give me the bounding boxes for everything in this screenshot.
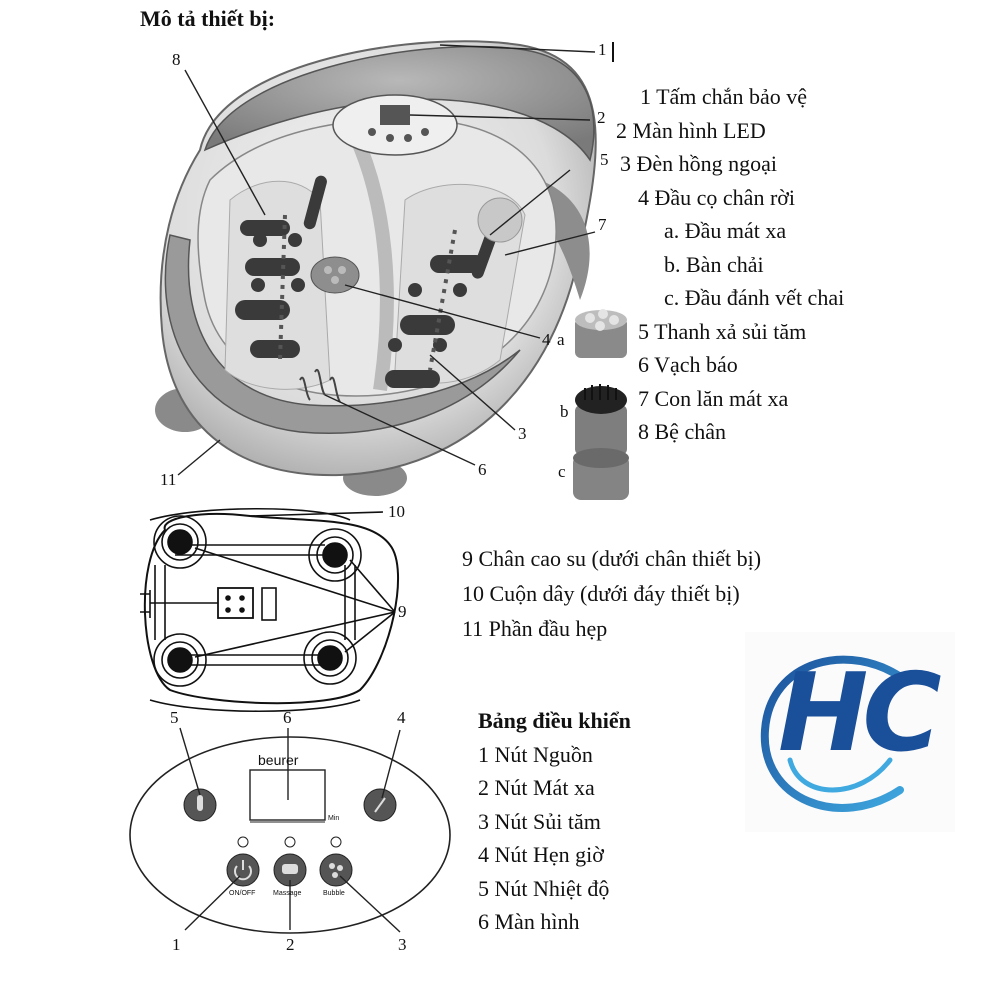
splash-guard	[203, 45, 595, 162]
legend-item-10: 10 Cuộn dây (dưới đáy thiết bị)	[462, 581, 740, 606]
legend-item-4c: c. Đầu đánh vết chai	[664, 285, 845, 310]
control-item-3: 3 Nút Sủi tăm	[478, 808, 601, 834]
control-item-5: 5 Nút Nhiệt độ	[478, 875, 610, 901]
callout-2: 2	[597, 108, 606, 127]
panel-callout-4: 4	[397, 708, 406, 727]
legend-item-4a: a. Đầu mát xa	[664, 218, 787, 243]
legend-item-4b: b. Bàn chải	[664, 251, 764, 277]
control-panel-legend: Bảng điều khiển 1 Nút Nguồn 2 Nút Mát xa…	[478, 704, 631, 939]
callout-a: a	[557, 330, 565, 349]
control-item-1: 1 Nút Nguồn	[478, 741, 593, 767]
callout-4: 4	[542, 330, 551, 349]
head-c-callus	[573, 448, 629, 500]
basin-massage-head	[310, 256, 360, 294]
callout-b: b	[560, 402, 569, 421]
callout-8: 8	[172, 50, 181, 69]
control-panel-diagram	[129, 727, 451, 934]
callout-1-mark	[612, 42, 614, 62]
panel-label-onoff: ON/OFF	[229, 890, 256, 897]
rubber-feet	[153, 515, 362, 687]
bottom-legend: 9 Chân cao su (dưới chân thiết bị) 10 Cu…	[462, 541, 761, 646]
callout-9: 9	[398, 602, 407, 621]
legend-item-9: 9 Chân cao su (dưới chân thiết bị)	[462, 546, 762, 571]
hc-logo	[745, 632, 955, 832]
callout-c: c	[558, 462, 566, 481]
control-item-6: 6 Màn hình	[478, 909, 580, 934]
legend-item-4: 4 Đầu cọ chân rời	[638, 184, 796, 210]
callout-6: 6	[478, 460, 487, 479]
panel-callout-2: 2	[286, 935, 295, 954]
panel-min-label: Min	[328, 815, 340, 822]
infrared-light-icon	[477, 197, 523, 243]
panel-callout-6: 6	[283, 708, 292, 727]
legend-item-11: 11 Phần đầu hẹp	[462, 616, 608, 641]
legend-item-7: 7 Con lăn mát xa	[638, 385, 789, 411]
right-foot-pad	[385, 183, 526, 388]
led-display	[380, 105, 410, 125]
head-b-brush	[575, 384, 627, 455]
legend-item-2: 2 Màn hình LED	[616, 117, 766, 143]
left-foot-pad	[224, 175, 331, 390]
control-panel-title: Bảng điều khiển	[478, 708, 631, 733]
callout-7: 7	[598, 215, 607, 234]
legend-item-5: 5 Thanh xả sủi tăm	[638, 318, 807, 344]
panel-brand: beurer	[258, 752, 299, 768]
panel-callout-5: 5	[170, 708, 179, 727]
callout-10: 10	[388, 502, 405, 521]
legend-item-6: 6 Vạch báo	[638, 352, 738, 377]
removable-heads	[573, 309, 629, 500]
water-level-marks	[299, 368, 341, 403]
bubble-button	[319, 853, 353, 887]
legend-item-3: 3 Đèn hồng ngoại	[620, 151, 778, 176]
foot-bath	[155, 40, 597, 496]
bottom-view	[140, 507, 399, 712]
callout-1: 1	[598, 40, 607, 59]
callout-3: 3	[518, 424, 527, 443]
callout-11: 11	[160, 470, 177, 489]
device-leader-lines	[177, 44, 596, 476]
page-title: Mô tả thiết bị:	[140, 6, 276, 31]
hc-logo-text: HC	[778, 651, 942, 776]
panel-label-massage: Massage	[273, 890, 302, 897]
legend-item-8: 8 Bệ chân	[638, 419, 726, 444]
legend-item-1: 1 Tấm chắn bảo vệ	[640, 84, 807, 109]
device-legend: 1 Tấm chắn bảo vệ 2 Màn hình LED 3 Đèn h…	[0, 80, 844, 449]
panel-callout-3: 3	[398, 935, 407, 954]
control-item-4: 4 Nút Hẹn giờ	[478, 842, 604, 867]
control-item-2: 2 Nút Mát xa	[478, 775, 595, 800]
panel-callout-1: 1	[172, 935, 181, 954]
panel-label-bubble: Bubble	[323, 890, 345, 897]
head-a-massage	[575, 309, 627, 358]
callout-5: 5	[600, 150, 609, 169]
